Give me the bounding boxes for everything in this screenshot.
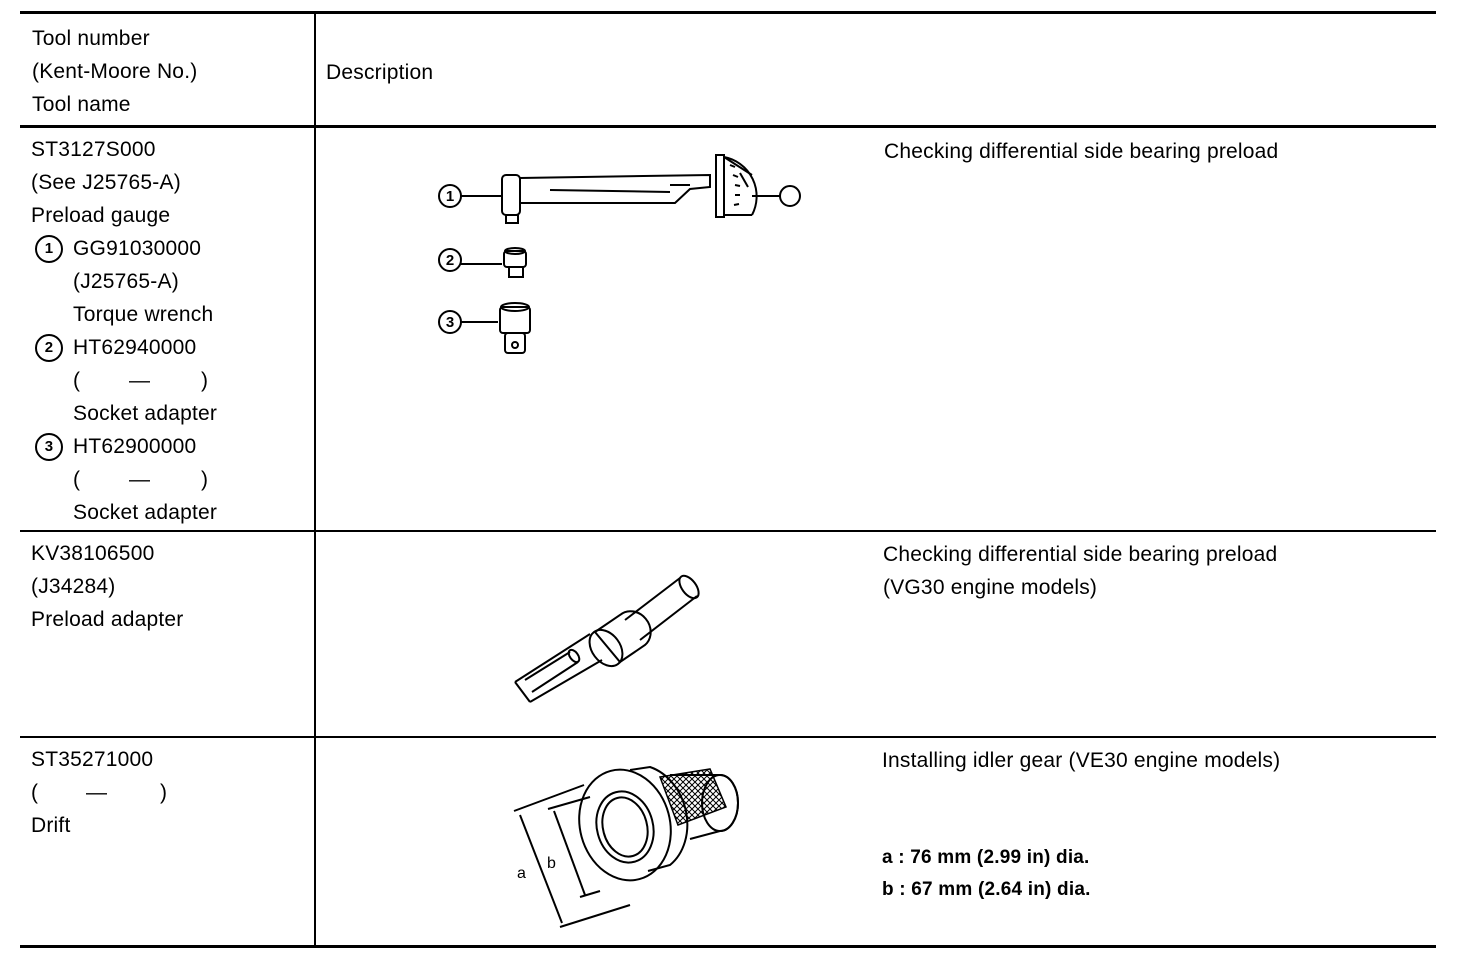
part-number: HT62940000: [73, 336, 197, 359]
marker-2-label: 2: [446, 252, 454, 269]
kent-moore-number: (See J25765-A): [31, 171, 181, 194]
table-top-rule: [20, 11, 1436, 14]
preload-adapter-illustration: [514, 574, 700, 703]
tool-name: Preload gauge: [31, 204, 171, 227]
marker-3-icon: 3: [35, 433, 63, 461]
table-bottom-rule: [20, 945, 1436, 948]
marker-1-label: 1: [446, 188, 454, 205]
marker-1-icon: 1: [35, 235, 63, 263]
column-divider: [314, 11, 316, 948]
part-name: Socket adapter: [73, 501, 218, 524]
header-bottom-rule: [20, 125, 1436, 128]
header-line: (Kent-Moore No.): [32, 60, 198, 83]
kent-moore-number: (J34284): [31, 575, 116, 598]
tool-number: ST3127S000: [31, 138, 156, 161]
header-line: Tool name: [32, 93, 131, 116]
header-line: Tool number: [32, 27, 150, 50]
row3-description: Installing idler gear (VE30 engine model…: [882, 749, 1281, 772]
row2-bottom-rule: [20, 736, 1436, 738]
part-name: Socket adapter: [73, 402, 218, 425]
marker-2-icon: 2: [35, 334, 63, 362]
description-line: (VG30 engine models): [883, 576, 1098, 599]
part-number: HT62900000: [73, 435, 197, 458]
row3-specs: a : 76 mm (2.99 in) dia. b : 67 mm (2.64…: [882, 842, 1091, 906]
header-tool-column: Tool number (Kent-Moore No.) Tool name: [32, 22, 197, 121]
spec-a: a : 76 mm (2.99 in) dia.: [882, 847, 1090, 868]
part-number: GG91030000: [73, 237, 202, 260]
spec-b: b : 67 mm (2.64 in) dia.: [882, 879, 1091, 900]
part-kent: (—): [73, 369, 209, 392]
tool-number: ST35271000: [31, 748, 154, 771]
preload-gauge-illustration: 1 2 3: [438, 154, 801, 354]
drift-illustration: a b: [513, 765, 739, 928]
part-kent: (J25765-A): [73, 270, 179, 293]
part-1: 1 GG91030000: [31, 232, 217, 265]
row2-tool-info: KV38106500 (J34284) Preload adapter: [31, 537, 183, 636]
description-line: Checking differential side bearing prelo…: [883, 543, 1278, 566]
marker-3-label: 3: [446, 314, 454, 331]
part-2: 2 HT62940000: [31, 331, 217, 364]
part-name: Torque wrench: [73, 303, 214, 326]
dim-a-label: a: [517, 865, 526, 882]
row3-tool-info: ST35271000 (—) Drift: [31, 743, 167, 842]
tool-number: KV38106500: [31, 542, 155, 565]
tool-name: Preload adapter: [31, 608, 184, 631]
row1-bottom-rule: [20, 530, 1436, 532]
part-kent: (—): [73, 468, 209, 491]
part-3: 3 HT62900000: [31, 430, 217, 463]
kent-moore-number: (—): [31, 781, 168, 804]
row1-description: Checking differential side bearing prelo…: [884, 140, 1279, 163]
row1-tool-info: ST3127S000 (See J25765-A) Preload gauge …: [31, 133, 217, 529]
header-description: Description: [326, 61, 434, 84]
dim-b-label: b: [547, 855, 556, 872]
row2-description: Checking differential side bearing prelo…: [883, 538, 1277, 604]
tool-name: Drift: [31, 814, 71, 837]
